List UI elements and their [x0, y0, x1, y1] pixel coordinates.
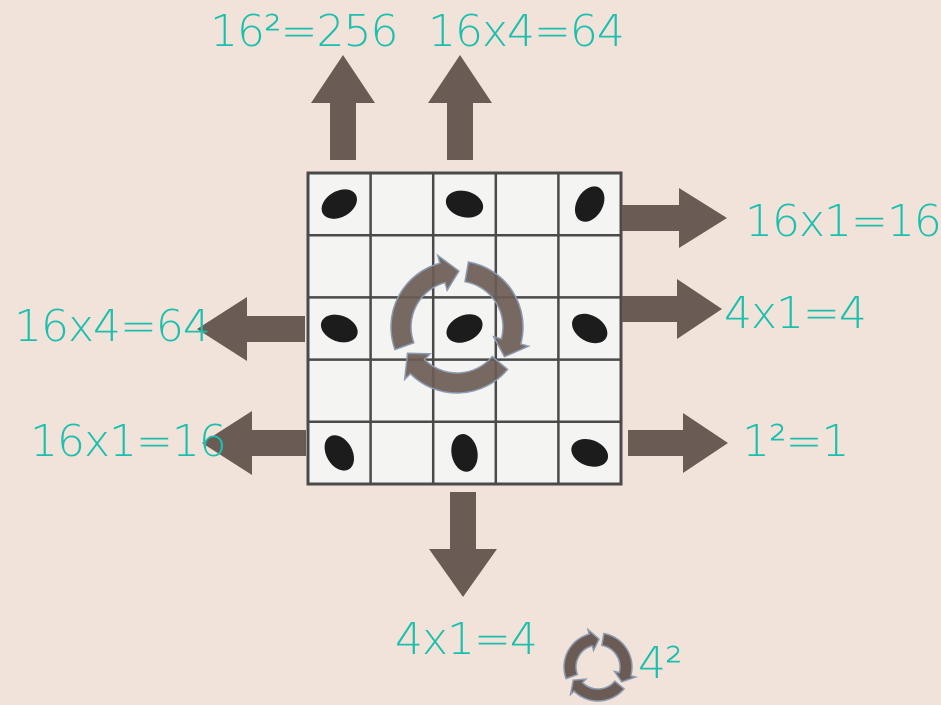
arrow-up-right-icon [428, 55, 492, 160]
bean [324, 435, 355, 471]
cycle-arrow-segment [569, 678, 626, 702]
arrow-up-left-icon [311, 55, 375, 160]
arrow-left-middle-icon [197, 297, 305, 361]
label-right-bottom: 1²=1 [742, 416, 849, 467]
grid-paper [306, 171, 623, 486]
bean [574, 186, 605, 222]
label-left-middle: 16x4=64 [14, 301, 211, 352]
arrow-right-middle-icon [622, 279, 722, 339]
arrow-right-bottom-icon [628, 413, 728, 473]
beans [320, 186, 609, 472]
cycle-arrow-segment [403, 352, 509, 394]
cycle-arrow-segment [563, 627, 600, 680]
legend-label: 4² [638, 638, 683, 689]
label-right-middle: 4x1=4 [724, 288, 867, 339]
cycle-arrow-segment [464, 261, 531, 358]
diagram-canvas [197, 55, 728, 702]
bean [571, 439, 609, 467]
legend-cycle-arrows-icon [563, 627, 639, 702]
bean [446, 314, 483, 343]
bean [572, 313, 608, 344]
cycle-arrow-segment [600, 632, 639, 683]
label-right-top: 16x1=16 [745, 196, 941, 247]
bean [451, 434, 478, 472]
cycle-arrow-segment [390, 253, 460, 351]
label-left-bottom: 16x1=16 [30, 416, 227, 467]
grid-lines [308, 173, 621, 484]
label-top-right: 16x4=64 [428, 6, 625, 57]
arrow-down-icon [429, 492, 497, 597]
center-cycle-arrows-icon [390, 253, 531, 394]
label-bottom: 4x1=4 [395, 614, 538, 665]
bean [445, 190, 484, 218]
bean [320, 314, 358, 343]
arrow-right-top-icon [622, 188, 727, 248]
arrow-left-bottom-icon [202, 411, 306, 475]
label-top-left: 16²=256 [210, 6, 398, 57]
bean [321, 189, 357, 219]
